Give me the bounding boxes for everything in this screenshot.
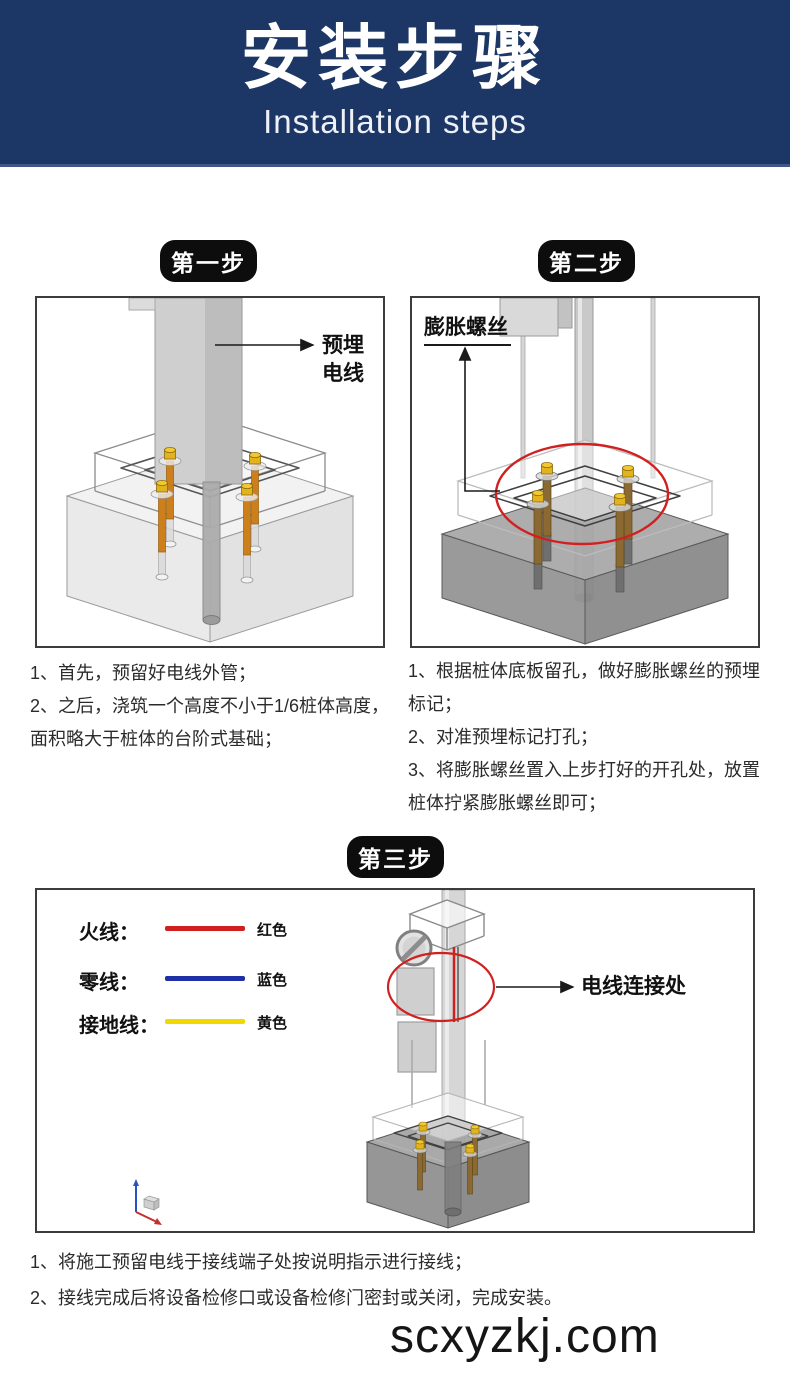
concrete-foundation-block	[440, 487, 730, 645]
axis-triad-icon	[133, 1179, 162, 1225]
note-line: 面积略大于桩体的台阶式基础；	[30, 729, 282, 749]
wire-color-legend: 火线： 红色 零线： 蓝色 接地线： 黄色	[79, 890, 349, 1070]
legend-color-name: 蓝色	[257, 972, 288, 989]
access-cap	[395, 929, 433, 967]
embedded-wire-label-line1: 预埋	[322, 334, 364, 357]
wire-conduit-pipe	[202, 481, 221, 625]
step1-badge: 第一步	[160, 240, 257, 282]
legend-row-neutral-wire: 零线： 蓝色	[79, 966, 349, 994]
note-line: 1、根据桩体底板留孔，做好膨胀螺丝的预埋	[408, 661, 761, 681]
wire-conduit-pipe	[444, 1141, 462, 1217]
step2-badge: 第二步	[538, 240, 635, 282]
note-line: 标记；	[408, 694, 462, 714]
note-line: 2、对准预埋标记打孔；	[408, 727, 599, 747]
connection-wire	[452, 947, 459, 1022]
step2-diagram	[440, 298, 730, 645]
legend-label: 接地线：	[79, 1015, 159, 1037]
website-watermark: scxyzkj.com	[390, 1310, 660, 1363]
wire-connection-label: 电线连接处	[581, 975, 686, 998]
legend-color-name: 黄色	[257, 1015, 288, 1032]
step2-diagram-box: 膨胀螺丝	[410, 296, 760, 648]
formwork-tray	[455, 439, 715, 557]
highlight-ellipse	[494, 442, 670, 546]
legend-color-name: 红色	[257, 922, 288, 939]
page-subtitle: Installation steps	[263, 103, 527, 140]
legend-row-ground-wire: 接地线： 黄色	[79, 1009, 349, 1037]
guide-rods	[520, 298, 656, 479]
note-line: 2、接线完成后将设备检修口或设备检修门密封或关闭，完成安装。	[30, 1288, 563, 1308]
step1-diagram	[65, 298, 355, 643]
embedded-wire-label-line2: 电线	[322, 362, 364, 385]
highlight-ellipse	[386, 951, 496, 1023]
anchor-bolts	[150, 446, 267, 584]
neutral-wire-color-swatch	[165, 976, 245, 981]
expansion-bolt-label: 膨胀螺丝	[424, 311, 511, 346]
legend-label: 零线：	[79, 972, 139, 994]
formwork-tray	[371, 1092, 525, 1164]
anchor-bolts	[412, 1121, 483, 1195]
pole-column	[128, 298, 243, 485]
note-line: 2、之后，浇筑一个高度不小于1/6桩体高度，	[30, 696, 390, 716]
step3-badge: 第三步	[347, 836, 444, 878]
step3-diagram	[133, 890, 575, 1229]
guide-rods	[411, 1040, 486, 1108]
note-line: 桩体拧紧膨胀螺丝即可；	[408, 793, 606, 813]
page-title: 安装步骤	[241, 19, 549, 97]
step3-diagram-box: 火线： 红色 零线： 蓝色 接地线： 黄色 电线连接处	[35, 888, 755, 1233]
note-line: 3、将膨胀螺丝置入上步打好的开孔处，放置	[408, 760, 761, 780]
header-banner: 安装步骤 Installation steps	[0, 0, 790, 167]
expansion-bolts	[526, 461, 640, 593]
callout-arrow	[458, 346, 500, 492]
ground-wire-color-swatch	[165, 1019, 245, 1024]
step2-notes: 1、根据桩体底板留孔，做好膨胀螺丝的预埋 标记； 2、对准预埋标记打孔； 3、将…	[408, 655, 760, 820]
step3-notes: 1、将施工预留电线于接线端子处按说明指示进行接线； 2、接线完成后将设备检修口或…	[30, 1244, 562, 1316]
live-wire-color-swatch	[165, 926, 245, 931]
note-line: 1、将施工预留电线于接线端子处按说明指示进行接线；	[30, 1252, 473, 1272]
note-line: 1、首先，预留好电线外管；	[30, 663, 257, 683]
access-box	[499, 298, 573, 337]
legend-label: 火线：	[79, 922, 139, 944]
legend-row-live-wire: 火线： 红色	[79, 916, 349, 944]
step1-notes: 1、首先，预留好电线外管； 2、之后，浇筑一个高度不小于1/6桩体高度， 面积略…	[30, 657, 389, 756]
step1-diagram-box: 预埋 电线	[35, 296, 385, 648]
compartment-panels	[396, 967, 437, 1073]
